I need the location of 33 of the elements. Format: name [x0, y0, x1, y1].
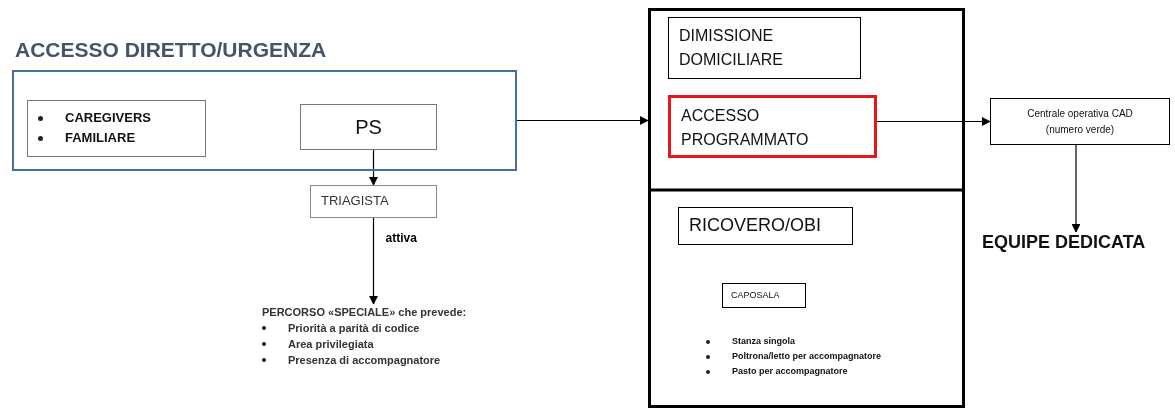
box-label: ACCESSO PROGRAMMATO [681, 106, 810, 150]
highlight-box [668, 95, 877, 158]
arrow [516, 115, 649, 126]
edge-label: attiva [383, 231, 419, 245]
list-item: Presenza di accompagnatore [288, 353, 441, 368]
list-item: CAREGIVERS [65, 109, 151, 127]
box-label: Centrale operativa CAD (numero verde) [1026, 107, 1134, 137]
arrow [368, 217, 379, 305]
list-item: FAMILIARE [65, 129, 136, 147]
box-shape [648, 8, 965, 408]
list-heading: PERCORSO «SPECIALE» che prevede: [262, 305, 468, 320]
list-item: Poltrona/letto per accompagnatore [732, 350, 882, 363]
box-label: EQUIPE DEDICATA [982, 232, 1147, 253]
list-item: Pasto per accompagnatore [732, 365, 848, 378]
list-item: Stanza singola [732, 335, 795, 348]
section-title: ACCESSO DIRETTO/URGENZA [15, 38, 327, 62]
process-box [678, 207, 853, 245]
arrow [1071, 144, 1081, 233]
process-box [668, 17, 861, 79]
box-label: PS [355, 115, 382, 139]
box-label: CAPOSALA [731, 290, 781, 300]
box-label: DIMISSIONE DOMICILIARE [679, 26, 784, 70]
process-box [990, 98, 1170, 145]
arrow [368, 149, 379, 186]
arrow [876, 116, 991, 127]
process-box [310, 185, 437, 218]
list-item: Area privilegiata [288, 337, 374, 352]
list-box [27, 100, 206, 157]
box-label: RICOVERO/OBI [689, 215, 823, 236]
box-label: TRIAGISTA [321, 193, 390, 208]
process-box [722, 283, 806, 308]
process-box [300, 104, 437, 150]
list-item: Priorità a parità di codice [288, 321, 420, 336]
